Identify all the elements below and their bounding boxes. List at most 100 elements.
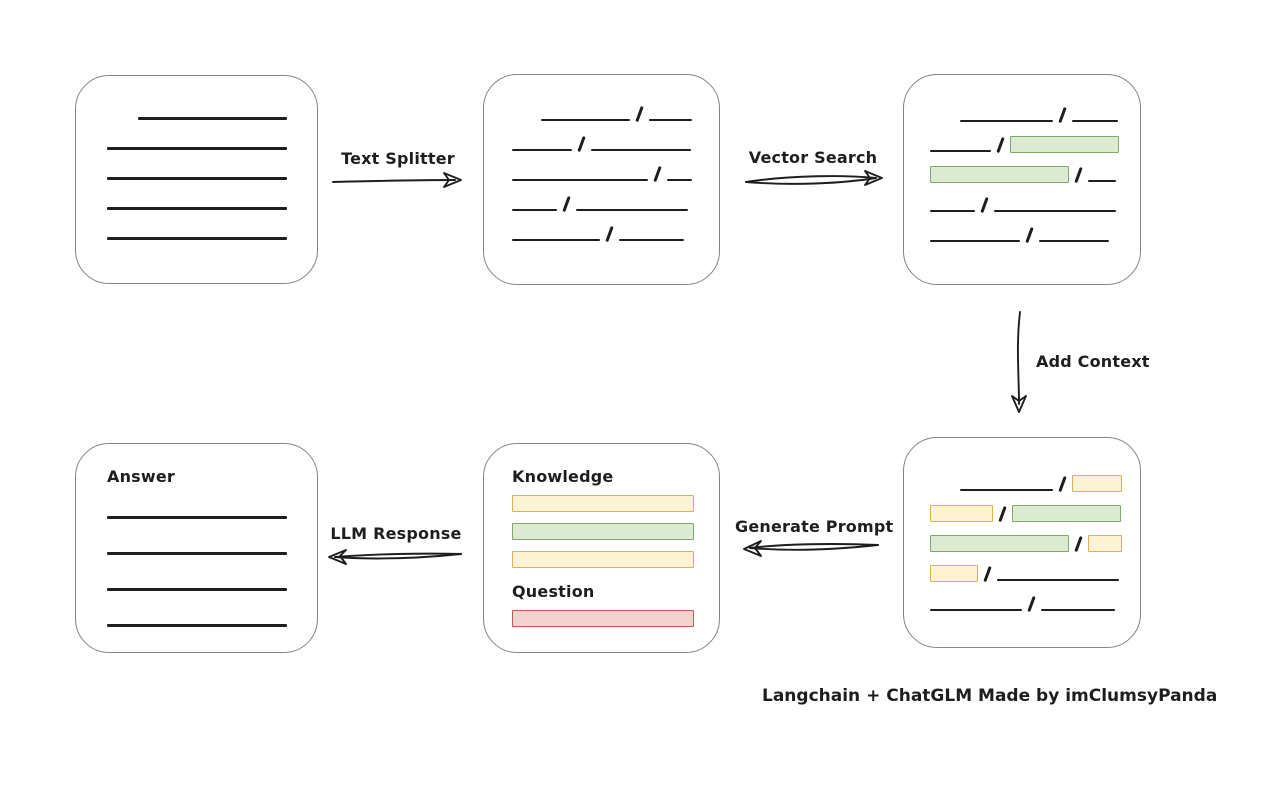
- text-line: [996, 578, 1119, 581]
- text-line: [107, 624, 287, 627]
- chunk-row: Knowledge: [512, 464, 719, 488]
- node-answer: Answer: [75, 443, 318, 653]
- vector-search-label: Vector Search: [748, 148, 878, 167]
- text-line: [138, 117, 287, 120]
- node-label: Question: [512, 581, 595, 601]
- slash-separator: [1058, 476, 1067, 492]
- slash-separator: [1074, 167, 1083, 183]
- text-line: [575, 208, 688, 211]
- slash-separator: [1058, 107, 1067, 123]
- chunk-row: Answer: [107, 464, 317, 488]
- add-context-label: Add Context: [1036, 352, 1150, 371]
- node-context-chunks: [903, 437, 1141, 648]
- chunk-row: [930, 183, 1140, 213]
- chunk-row: [107, 164, 317, 194]
- chunk-row: [107, 500, 317, 536]
- text-line: [930, 239, 1020, 242]
- slash-separator: [562, 196, 571, 212]
- indent-gap: [512, 121, 541, 122]
- text-line: [107, 147, 287, 150]
- slash-separator: [605, 226, 614, 242]
- text-line: [930, 608, 1022, 611]
- chunk-row: [512, 495, 719, 512]
- node-vector-searched-chunks: [903, 74, 1141, 285]
- chunk-row: Question: [512, 579, 719, 603]
- chunk-row: [512, 122, 719, 152]
- context-chunk: [1087, 535, 1122, 552]
- text-line: [512, 148, 572, 151]
- text-line: [648, 118, 692, 121]
- chunk-row: [930, 93, 1140, 123]
- vector-search-arrow: [745, 170, 883, 186]
- matched-chunk: [930, 166, 1069, 183]
- slash-separator: [1027, 596, 1036, 612]
- text-line: [666, 178, 692, 181]
- llm-response-label: LLM Response: [330, 524, 462, 543]
- text-line: [512, 178, 648, 181]
- indent-gap: [107, 119, 138, 120]
- text-line: [512, 208, 557, 211]
- context-chunk: [930, 565, 978, 582]
- text-splitter-arrow: [332, 172, 462, 188]
- chunk-row: [107, 104, 317, 134]
- matched-chunk: [512, 523, 694, 540]
- context-chunk: [512, 495, 694, 512]
- text-line: [107, 552, 287, 555]
- chunk-row: [512, 92, 719, 122]
- matched-chunk: [1011, 505, 1121, 522]
- chunk-row: [512, 182, 719, 212]
- slash-separator: [1074, 536, 1083, 552]
- generate-prompt-arrow: [743, 540, 879, 557]
- chunk-row: [107, 224, 317, 254]
- chunk-row: [107, 194, 317, 224]
- text-line: [1087, 179, 1116, 182]
- chunk-row: [930, 552, 1140, 582]
- text-splitter-label: Text Splitter: [341, 149, 455, 168]
- text-line: [930, 149, 991, 152]
- add-context-arrow: [1011, 311, 1027, 413]
- slash-separator: [996, 137, 1005, 153]
- matched-chunk: [1009, 136, 1119, 153]
- slash-separator: [980, 197, 989, 213]
- chunk-row: [512, 610, 719, 627]
- node-split-chunks: [483, 74, 720, 285]
- text-line: [993, 209, 1116, 212]
- chunk-row: [930, 582, 1140, 612]
- slash-separator: [998, 506, 1007, 522]
- generate-prompt-label: Generate Prompt: [735, 517, 894, 536]
- chunk-row: [512, 523, 719, 540]
- text-line: [512, 238, 600, 241]
- indent-gap: [930, 491, 960, 492]
- slash-separator: [635, 106, 644, 122]
- text-line: [107, 237, 287, 240]
- chunk-row: [930, 153, 1140, 183]
- slash-separator: [577, 136, 586, 152]
- llm-response-arrow: [328, 549, 462, 565]
- node-label: Answer: [107, 466, 176, 486]
- text-line: [618, 238, 684, 241]
- slash-separator: [1025, 227, 1034, 243]
- chunk-row: [930, 213, 1140, 243]
- text-line: [1071, 119, 1118, 122]
- context-chunk: [930, 505, 993, 522]
- text-line: [107, 177, 287, 180]
- node-label: Knowledge: [512, 466, 614, 486]
- matched-chunk: [930, 535, 1069, 552]
- context-chunk: [1071, 475, 1122, 492]
- text-line: [960, 119, 1053, 122]
- text-line: [1038, 239, 1109, 242]
- chunk-row: [107, 572, 317, 608]
- context-chunk: [512, 551, 694, 568]
- text-line: [107, 207, 287, 210]
- chunk-row: [512, 212, 719, 242]
- chunk-row: [930, 492, 1140, 522]
- text-line: [590, 148, 691, 151]
- slash-separator: [983, 566, 992, 582]
- slash-separator: [653, 166, 662, 182]
- chunk-row: [930, 522, 1140, 552]
- text-line: [107, 516, 287, 519]
- indent-gap: [930, 122, 960, 123]
- chunk-row: [107, 608, 317, 644]
